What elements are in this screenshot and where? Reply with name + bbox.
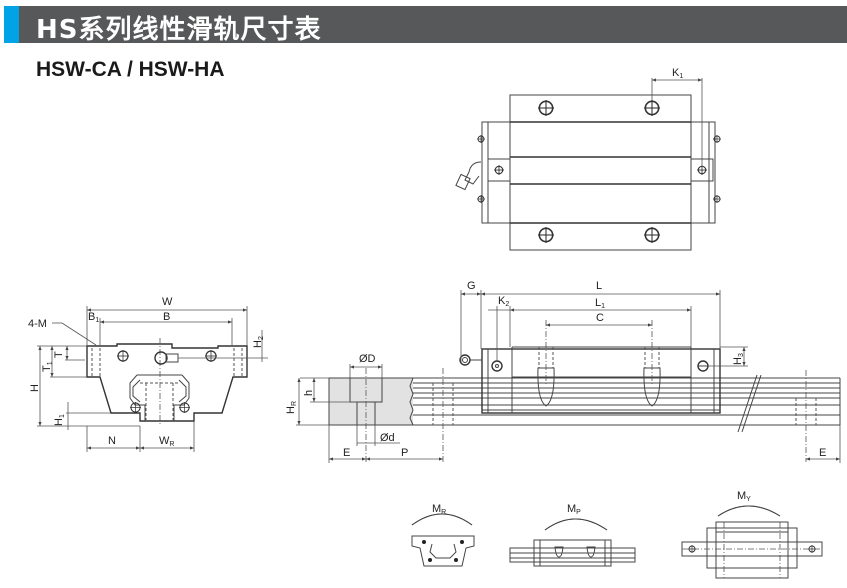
grease-nipple-icon [455, 161, 482, 191]
grease-nipple-side-icon [459, 354, 482, 366]
dim-k2: K2 [498, 295, 509, 308]
mounting-hole-icon [538, 100, 554, 116]
dim-t1: T1 [41, 361, 54, 372]
dim-hr: HR [285, 401, 298, 414]
dim-d-big: ØD [359, 353, 376, 365]
dim-l1: L1 [595, 297, 605, 310]
page-title: HS系列线性滑轨尺寸表 [36, 15, 322, 45]
bolt-icon [179, 402, 190, 413]
dim-e-right: E [819, 447, 826, 459]
front-view: W B B1 4-M H T1 T H1 H2 [28, 296, 268, 452]
grease-port-icon [491, 360, 503, 372]
dim-c: C [596, 312, 604, 324]
side-view: G L K2 L1 C H3 ØD h HR Ød [285, 280, 841, 463]
tapped-hole [643, 320, 661, 407]
header-banner: HS系列线性滑轨尺寸表 [4, 6, 847, 45]
moment-my-label: MY [737, 490, 751, 503]
dim-g: G [467, 280, 476, 292]
moment-mr: MR [411, 503, 475, 567]
dim-h3: H3 [732, 353, 745, 365]
dim-l: L [596, 280, 602, 292]
dim-b: B [163, 311, 170, 323]
dim-h2: H2 [252, 336, 265, 348]
dim-n: N [108, 435, 116, 447]
dim-wr: WR [159, 435, 174, 448]
dim-e-left: E [343, 447, 350, 459]
endcap-hole-icon [494, 165, 504, 175]
tapped-hole [537, 320, 555, 407]
moment-my: MY [681, 490, 823, 579]
dim-h-small: h [303, 390, 315, 396]
dim-p: P [401, 447, 408, 459]
moment-mr-label: MR [432, 503, 446, 516]
top-view: K1 [455, 67, 721, 251]
mounting-hole-icon [644, 227, 660, 243]
dim-w: W [162, 296, 173, 308]
dim-h1: H1 [53, 414, 66, 426]
bolt-icon [130, 402, 141, 413]
moment-mp-label: MP [567, 503, 581, 516]
dim-d-small: Ød [380, 432, 395, 444]
header-accent [4, 6, 19, 43]
label-4-m: 4-M [28, 318, 47, 330]
model-subtitle: HSW-CA / HSW-HA [36, 58, 225, 81]
bolt-icon [205, 350, 217, 362]
rail-lines [413, 378, 841, 425]
grease-nipple-icon [154, 351, 168, 365]
dim-b1: B1 [88, 311, 99, 324]
end-caps [481, 121, 716, 224]
mounting-hole-icon [644, 100, 660, 116]
carriage-body [509, 94, 692, 251]
dim-h: H [29, 384, 41, 392]
carriage-side [481, 348, 721, 414]
moment-mp: MP [509, 503, 636, 567]
dim-k1: K1 [672, 67, 683, 80]
mounting-hole-icon [538, 227, 554, 243]
dim-t: T [53, 351, 65, 358]
bolt-icon [117, 350, 129, 362]
